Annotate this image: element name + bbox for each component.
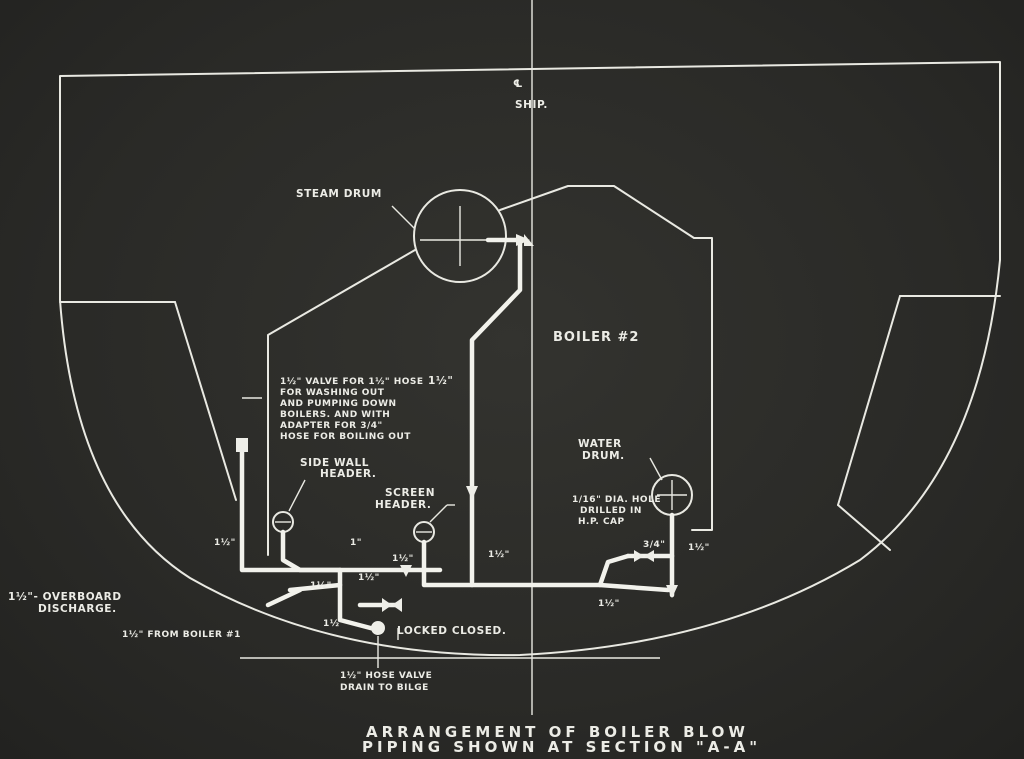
steam-drum (413, 189, 507, 283)
steam-drum-label: STEAM DRUM (296, 188, 382, 200)
hose-valve-label-2: DRAIN TO BILGE (340, 683, 429, 693)
overboard-label-1: 1½"- OVERBOARD (8, 591, 122, 603)
pipe-size-d: 1½" (358, 572, 380, 583)
screen-label-1: SCREEN (385, 487, 435, 499)
water-drum-label-2: DRUM. (582, 450, 625, 462)
side-wall-label-1: SIDE WALL (300, 457, 369, 469)
pipe-size-1in: 1" (350, 538, 362, 548)
screen-blow-pipe (421, 539, 475, 588)
pipe-size-b: 1½" (392, 553, 414, 564)
pipe-size-h: 3/4" (643, 540, 666, 550)
pipe-size-e: 1½" (310, 580, 332, 591)
side-wall-leader (288, 479, 306, 512)
hole-note-3: H.P. CAP (578, 517, 625, 527)
stbd-bunker-base (837, 504, 891, 551)
washout-valve (236, 438, 248, 452)
valve-note-5: ADAPTER FOR 3/4" (280, 421, 383, 431)
boiler-casing-left (267, 249, 416, 556)
valve-note-6: HOSE FOR BOILING OUT (280, 432, 411, 442)
caption-line-1: ARRANGEMENT OF BOILER BLOW (366, 723, 749, 741)
ship-label: SHIP. (515, 99, 548, 111)
water-drum-valve-c (666, 585, 678, 598)
hole-note-1: 1/16" DIA. HOLE (572, 495, 661, 505)
locked-valve-b (392, 598, 402, 612)
locked-closed-label: LOCKED CLOSED. (397, 625, 506, 637)
hole-note-2: DRILLED IN (580, 506, 642, 516)
blow-riser-pipe (469, 237, 523, 585)
hose-valve-label-1: 1½" HOSE VALVE (340, 670, 432, 681)
valve-note-4: BOILERS. AND WITH (280, 410, 390, 420)
top-valve (516, 234, 530, 246)
water-drum-branch-2 (597, 553, 631, 588)
side-wall-label-2: HEADER. (320, 468, 376, 480)
top-valve-body (524, 234, 534, 246)
water-drum-valve-b (644, 550, 654, 562)
water-drum-leader (649, 457, 663, 481)
pipe-size-f: 1½" (323, 618, 345, 629)
screen-label-2: HEADER. (375, 499, 431, 511)
locked-valve-a (382, 598, 392, 612)
screen-valve (400, 565, 412, 577)
caption-line-2: PIPING SHOWN AT SECTION "A-A" (362, 738, 761, 756)
side-wall-blow-pipe (280, 529, 443, 573)
steam-drum-leader (391, 205, 416, 230)
centerline-symbol: ℄ (513, 78, 523, 90)
water-drum-label-1: WATER (578, 438, 622, 450)
overboard-pipe-2 (265, 587, 303, 608)
boiler-casing-right (499, 185, 713, 531)
pipe-size-i: 1½" (688, 542, 710, 553)
pipe-size-a: 1½" (214, 537, 236, 548)
riser-arrow (466, 486, 478, 500)
water-drum-valve-a (634, 550, 644, 562)
screen-header-leader (429, 504, 448, 523)
pipe-size-c: 1½" (488, 549, 510, 560)
boiler-label: BOILER #2 (553, 330, 639, 345)
hull-outline (59, 61, 1001, 657)
stbd-bunker-side (837, 295, 901, 506)
valve-note-3: AND PUMPING DOWN (280, 399, 397, 409)
riser-size-label: 1½" (428, 375, 453, 387)
bottom-main-pipe (469, 582, 671, 593)
pipe-size-g: 1½" (598, 598, 620, 609)
port-bunker-side (174, 301, 237, 501)
hose-valve (371, 621, 385, 635)
from-boiler-label: 1½" FROM BOILER #1 (122, 629, 241, 640)
valve-note-1: 1½" VALVE FOR 1½" HOSE (280, 376, 424, 387)
overboard-label-2: DISCHARGE. (38, 603, 117, 615)
valve-note-2: FOR WASHING OUT (280, 388, 385, 398)
washout-pipe (239, 449, 343, 573)
